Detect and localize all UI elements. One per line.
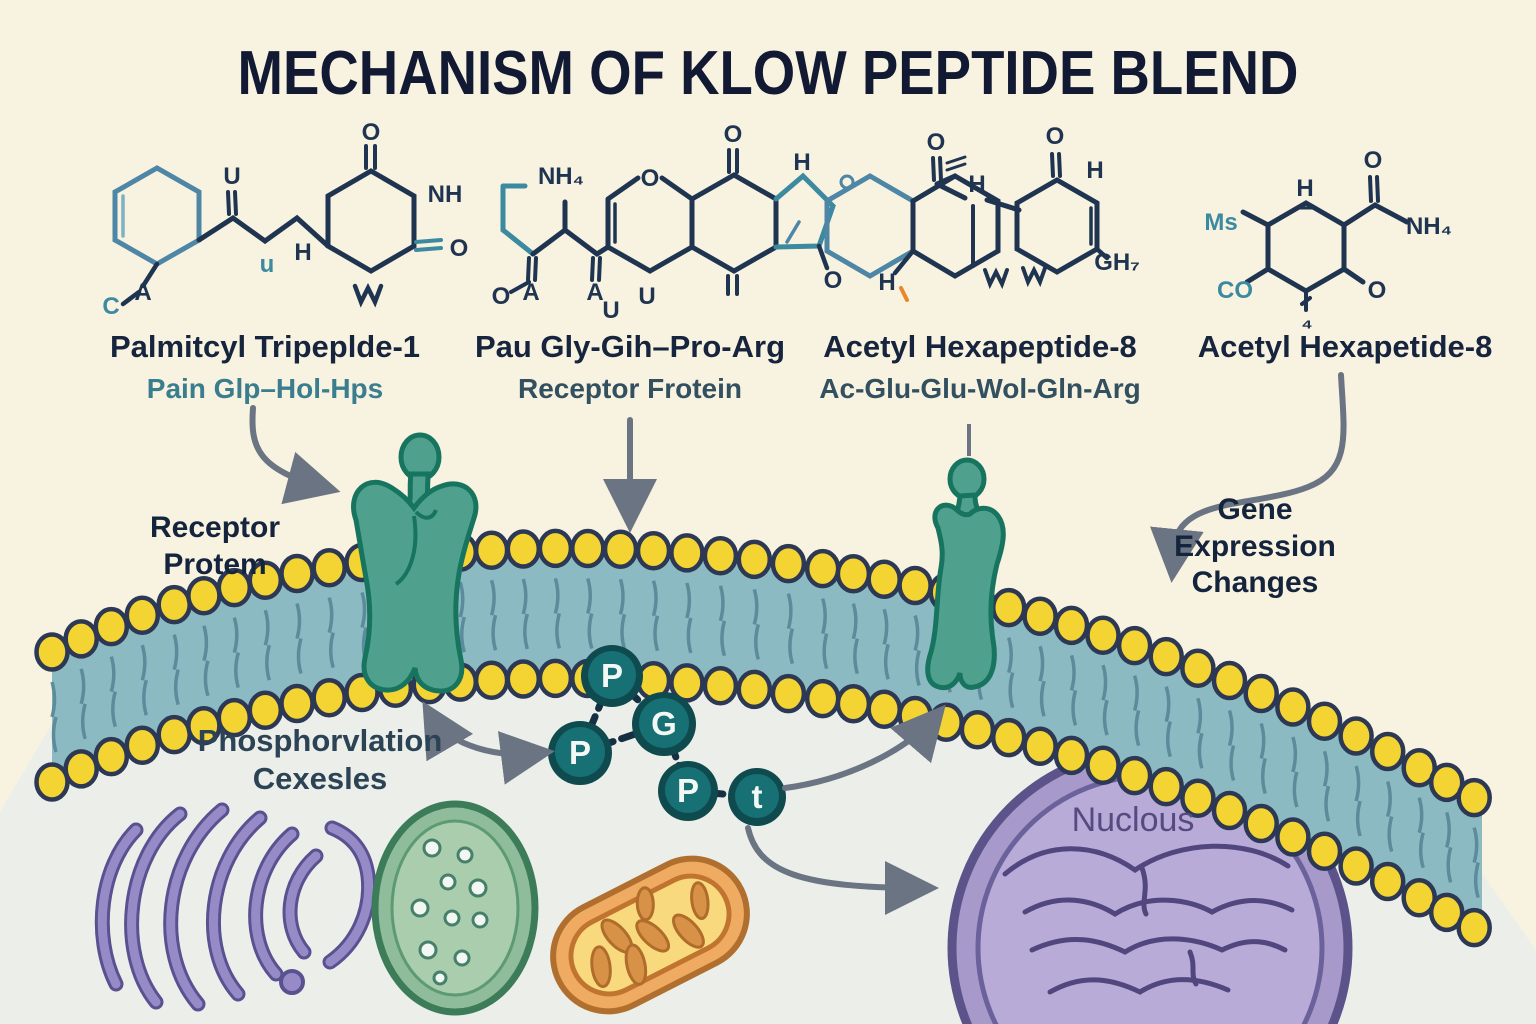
atom-label: O bbox=[492, 283, 511, 310]
compound-name: Acetyl Hexapetide-8 bbox=[1197, 329, 1493, 364]
compound-label-3: Acetyl Hexapeptide-8 Ac-Glu-Glu-Wol-Gln-… bbox=[790, 328, 1170, 406]
svg-text:P: P bbox=[677, 772, 699, 809]
atom-label: U bbox=[638, 283, 655, 310]
atom-label: H bbox=[878, 269, 895, 296]
atom-label: Ms bbox=[1204, 209, 1237, 236]
atom-label: H bbox=[1296, 175, 1313, 202]
orange-tick bbox=[899, 286, 909, 302]
phospho-node-P: P bbox=[581, 645, 643, 707]
phosphorylation-label: Phosphorvlation Cexesles bbox=[197, 723, 443, 796]
atom-label: A bbox=[586, 279, 603, 306]
atom-label: H bbox=[968, 171, 985, 198]
phospho-node-G: G bbox=[632, 692, 696, 756]
mitochondria bbox=[550, 855, 750, 1015]
atom-label: ₄ bbox=[1301, 307, 1312, 334]
arrow-phospho-to-receptor2 bbox=[782, 704, 946, 791]
svg-text:P: P bbox=[569, 734, 591, 771]
compound-sequence: Pain Glp–Hol-Hps bbox=[146, 372, 384, 404]
atom-label: U bbox=[223, 163, 240, 190]
atom-label: O bbox=[927, 129, 946, 156]
receptor-protein-label: Receptor Protem bbox=[149, 511, 281, 581]
arrow-peptide1-to-receptor bbox=[249, 405, 341, 505]
phospho-node-P: P bbox=[548, 721, 612, 785]
atom-label: H bbox=[1086, 157, 1103, 184]
atom-label: H bbox=[793, 149, 810, 176]
cristae bbox=[590, 881, 710, 989]
page-title: MECHANISM OF KLOW PEPTIDE BLEND bbox=[237, 39, 1299, 108]
compound-label-1: Palmitcyl Tripeplde-1 Pain Glp–Hol-Hps bbox=[60, 328, 470, 406]
atom-label: CO bbox=[1217, 277, 1253, 304]
atom-label: NH₄ bbox=[538, 163, 584, 190]
compound-name: Acetyl Hexapeptide-8 bbox=[823, 329, 1137, 364]
atom-label: O bbox=[1046, 123, 1065, 150]
atom-label: H bbox=[294, 239, 311, 266]
atom-label: O bbox=[824, 267, 843, 294]
receptor-protein-2 bbox=[925, 424, 1006, 691]
gene-expression-label: Gene Expression Changes bbox=[1174, 493, 1336, 600]
atom-label: A bbox=[522, 279, 539, 306]
nucleus-label: Nuclous bbox=[1071, 801, 1195, 839]
svg-text:P: P bbox=[601, 657, 623, 694]
atom-label: U bbox=[602, 297, 619, 324]
compound-label-4: Acetyl Hexapetide-8 bbox=[1160, 328, 1530, 366]
atom-label: u bbox=[260, 251, 275, 278]
chromatin-waves bbox=[1002, 843, 1295, 995]
compound-label-2: Pau Gly-Gih–Pro-Arg Receptor Frotein bbox=[440, 328, 820, 406]
atom-label: O bbox=[641, 165, 660, 192]
phospho-node-P: P bbox=[658, 761, 718, 821]
vesicle-bubbles bbox=[410, 838, 489, 986]
compound-sequence: Ac-Glu-Glu-Wol-Gln-Arg bbox=[819, 372, 1141, 404]
vesicle bbox=[371, 800, 539, 1016]
compound-sequence: Receptor Frotein bbox=[517, 372, 743, 404]
svg-text:t: t bbox=[752, 778, 763, 815]
arrow-receptor-phospho-bidirectional bbox=[422, 701, 555, 785]
phospho-node-t: t bbox=[728, 768, 786, 826]
atom-label: O bbox=[1368, 277, 1387, 304]
atom-label: O bbox=[724, 121, 743, 148]
arrow-peptide4-to-membrane bbox=[1150, 372, 1347, 583]
atom-label: O bbox=[362, 119, 381, 146]
atom-label: GH₇ bbox=[1094, 249, 1140, 276]
arrow-phospho-to-nucleus bbox=[745, 825, 939, 915]
receptor-protein-1 bbox=[351, 432, 479, 694]
golgi-vesicle-dot bbox=[279, 969, 305, 995]
compound-name: Pau Gly-Gih–Pro-Arg bbox=[474, 329, 786, 364]
flow-arrows bbox=[249, 372, 1347, 915]
svg-text:G: G bbox=[651, 705, 677, 742]
golgi-apparatus bbox=[94, 802, 377, 1012]
atom-label: O bbox=[1364, 147, 1383, 174]
compound-name: Palmitcyl Tripeplde-1 bbox=[109, 329, 421, 364]
atom-label: NH bbox=[428, 181, 463, 208]
atom-label: C bbox=[102, 293, 119, 320]
atom-label: A bbox=[134, 279, 151, 306]
atom-label: O bbox=[450, 235, 469, 262]
atom-label: NH₄ bbox=[1406, 213, 1452, 240]
